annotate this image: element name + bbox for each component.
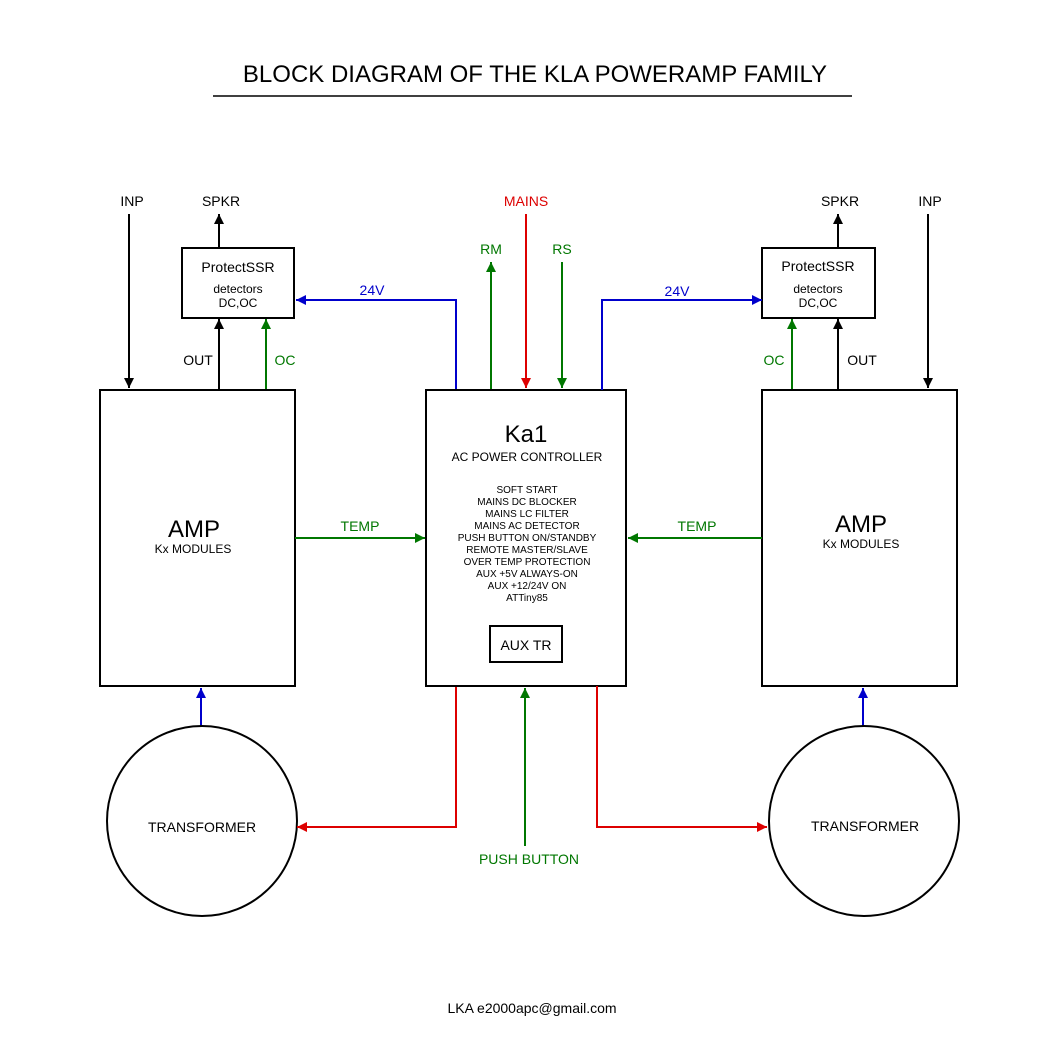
ka1-controller-box bbox=[425, 389, 627, 687]
right-amp-title: AMP bbox=[835, 511, 887, 538]
right-inp-label: INP bbox=[918, 193, 941, 209]
left-inp-label: INP bbox=[120, 193, 143, 209]
left-oc-label: OC bbox=[275, 352, 296, 368]
mains-label: MAINS bbox=[504, 193, 548, 209]
right-transformer-circle bbox=[768, 725, 960, 917]
left-transformer-label: TRANSFORMER bbox=[148, 819, 256, 835]
left-protect-ssr-title: ProtectSSR bbox=[201, 259, 274, 275]
ka1-feature: AUX +12/24V ON bbox=[488, 581, 567, 592]
right-protect-ssr-box bbox=[761, 247, 876, 319]
ka1-title: Ka1 bbox=[505, 421, 548, 448]
left-out-label: OUT bbox=[183, 352, 213, 368]
ka1-feature: REMOTE MASTER/SLAVE bbox=[466, 545, 588, 556]
rm-label: RM bbox=[480, 241, 502, 257]
left-amp-subtitle: Kx MODULES bbox=[155, 542, 232, 556]
diagram-title: BLOCK DIAGRAM OF THE KLA POWERAMP FAMILY bbox=[243, 61, 827, 88]
left-temp-label: TEMP bbox=[341, 518, 380, 534]
left-mains-out-line bbox=[297, 686, 457, 832]
push-button-label: PUSH BUTTON bbox=[479, 851, 579, 867]
left-protect-ssr-box bbox=[181, 247, 295, 319]
right-protect-ssr-title: ProtectSSR bbox=[781, 258, 854, 274]
left-24v-line bbox=[296, 295, 457, 390]
footer-contact: LKA e2000apc@gmail.com bbox=[447, 1000, 616, 1016]
ka1-subtitle: AC POWER CONTROLLER bbox=[452, 450, 603, 464]
ka1-feature: MAINS LC FILTER bbox=[485, 509, 569, 520]
right-protect-dcoc: DC,OC bbox=[799, 296, 838, 310]
aux-tr-label: AUX TR bbox=[500, 637, 551, 653]
aux-tr-box bbox=[489, 625, 563, 663]
left-amp-title: AMP bbox=[168, 516, 220, 543]
ka1-feature: ATTiny85 bbox=[506, 593, 548, 604]
right-protect-detectors: detectors bbox=[793, 282, 842, 296]
ka1-feature: AUX +5V ALWAYS-ON bbox=[476, 569, 578, 580]
left-protect-dcoc: DC,OC bbox=[219, 296, 258, 310]
ka1-feature-list: SOFT START MAINS DC BLOCKER MAINS LC FIL… bbox=[458, 485, 597, 604]
left-transformer-circle bbox=[106, 725, 298, 917]
left-24v-label: 24V bbox=[360, 282, 386, 298]
right-mains-out-line bbox=[596, 686, 767, 832]
right-temp-label: TEMP bbox=[678, 518, 717, 534]
ka1-feature: MAINS AC DETECTOR bbox=[474, 521, 579, 532]
right-24v-label: 24V bbox=[665, 283, 691, 299]
right-spkr-label: SPKR bbox=[821, 193, 859, 209]
ka1-feature: OVER TEMP PROTECTION bbox=[464, 557, 591, 568]
ka1-feature: MAINS DC BLOCKER bbox=[477, 497, 576, 508]
right-out-label: OUT bbox=[847, 352, 877, 368]
ka1-feature: PUSH BUTTON ON/STANDBY bbox=[458, 533, 597, 544]
rs-label: RS bbox=[552, 241, 571, 257]
right-transformer-label: TRANSFORMER bbox=[811, 818, 919, 834]
left-protect-detectors: detectors bbox=[213, 282, 262, 296]
right-24v-line bbox=[601, 295, 762, 390]
right-oc-label: OC bbox=[764, 352, 785, 368]
ka1-feature: SOFT START bbox=[496, 485, 557, 496]
right-amp-subtitle: Kx MODULES bbox=[823, 537, 900, 551]
left-spkr-label: SPKR bbox=[202, 193, 240, 209]
